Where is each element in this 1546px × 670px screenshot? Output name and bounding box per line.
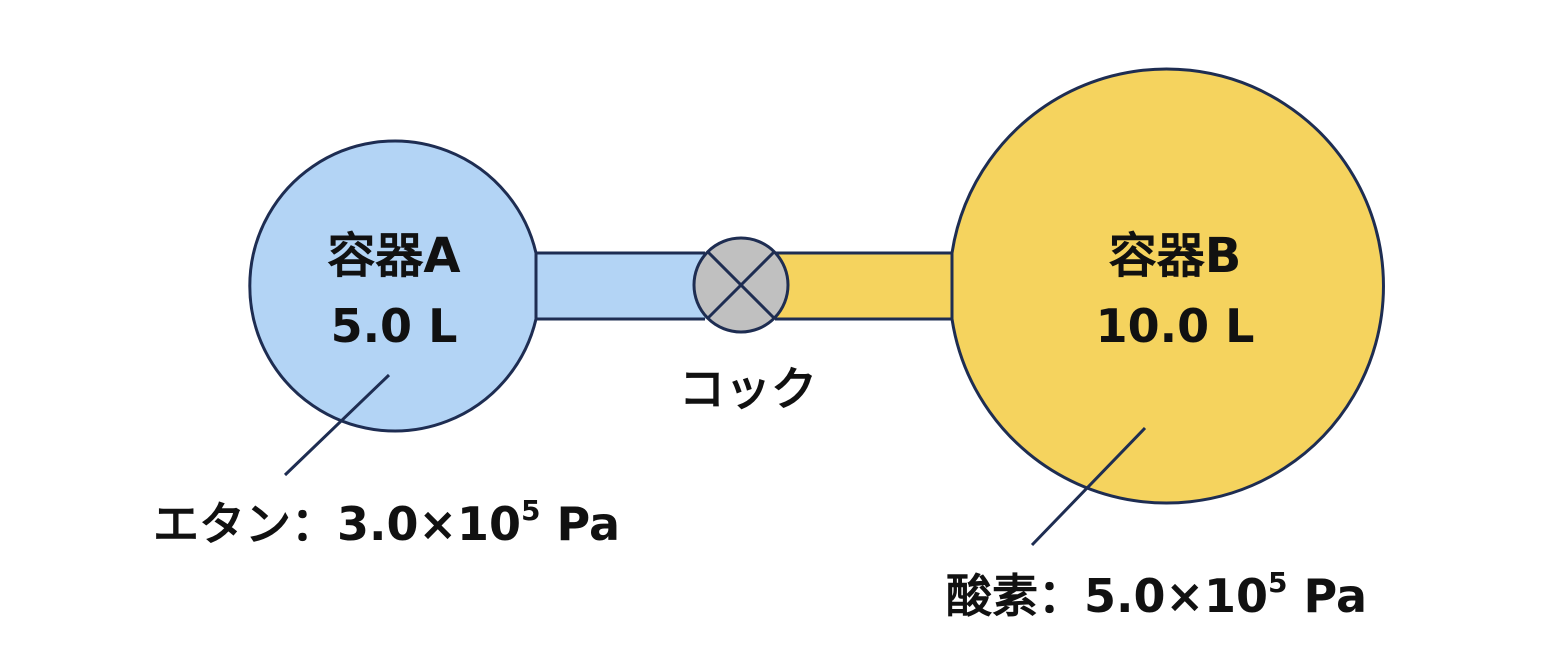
gas-a-exponent: 5 — [521, 494, 540, 527]
container-a-name: 容器A — [327, 228, 460, 284]
gas-b-text: 酸素：5.0×10 — [946, 569, 1268, 623]
gas-b-unit: Pa — [1288, 569, 1368, 623]
gas-b-pressure: 酸素：5.0×105 Pa — [946, 566, 1367, 623]
container-b-name: 容器B — [1109, 228, 1242, 284]
gas-b-exponent: 5 — [1268, 566, 1287, 599]
gas-a-text: エタン：3.0×10 — [153, 497, 521, 551]
leader-line-a — [283, 373, 391, 477]
container-b-volume: 10.0 L — [1096, 299, 1255, 353]
valve-icon[interactable] — [692, 236, 790, 334]
gas-a-unit: Pa — [541, 497, 621, 551]
gas-a-pressure: エタン：3.0×105 Pa — [153, 494, 620, 551]
container-a-volume: 5.0 L — [331, 299, 458, 353]
leader-line-b — [1030, 426, 1147, 547]
valve-label: コック — [679, 362, 817, 416]
container-b — [950, 67, 1385, 505]
valve-cross-2 — [706, 250, 776, 320]
container-a — [248, 139, 538, 433]
